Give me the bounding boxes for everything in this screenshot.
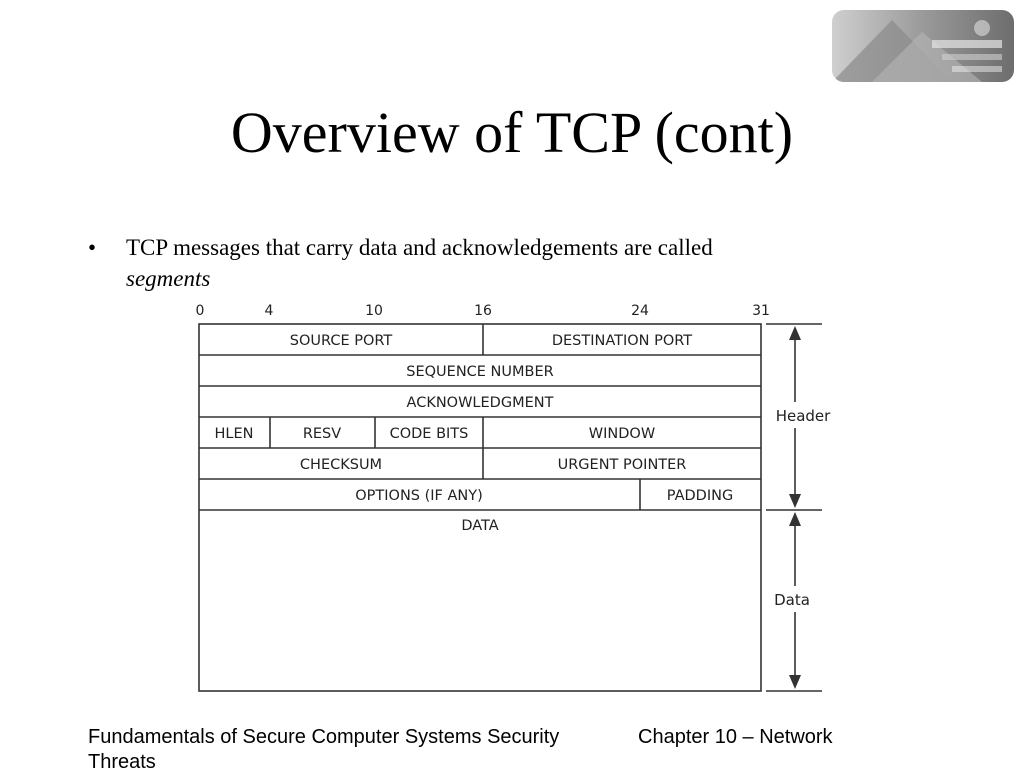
field-options: OPTIONS (IF ANY) [355,488,483,504]
bullet-text-block: TCP messages that carry data and acknowl… [126,232,886,294]
bracket-label-data: Data [774,591,810,609]
field-resv: RESV [303,426,341,442]
bullet-text: TCP messages that carry data and acknowl… [126,235,713,260]
field-data: DATA [461,518,498,534]
bracket-label-header: Header [776,407,831,425]
field-window: WINDOW [589,426,655,442]
bullet-marker: • [88,235,97,260]
field-urgent-pointer: URGENT POINTER [558,457,687,473]
bit-label-0: 0 [196,303,205,319]
field-hlen: HLEN [215,426,254,442]
bullet-emphasis: segments [126,266,211,291]
bit-label-16: 16 [474,303,492,319]
field-sequence-number: SEQUENCE NUMBER [406,364,553,380]
field-checksum: CHECKSUM [300,457,382,473]
slide-title: Overview of TCP (cont) [230,100,794,165]
bit-label-24: 24 [631,303,649,319]
field-acknowledgment: ACKNOWLEDGMENT [407,395,554,411]
field-source-port: SOURCE PORT [290,333,393,349]
bit-label-10: 10 [365,303,383,319]
field-padding: PADDING [667,488,733,504]
logo-image [832,10,1014,82]
field-destination-port: DESTINATION PORT [552,333,692,349]
bit-label-31: 31 [752,303,770,319]
bit-label-4: 4 [265,303,274,319]
footer-chapter: Chapter 10 – Network [638,726,833,748]
field-code-bits: CODE BITS [390,426,469,442]
